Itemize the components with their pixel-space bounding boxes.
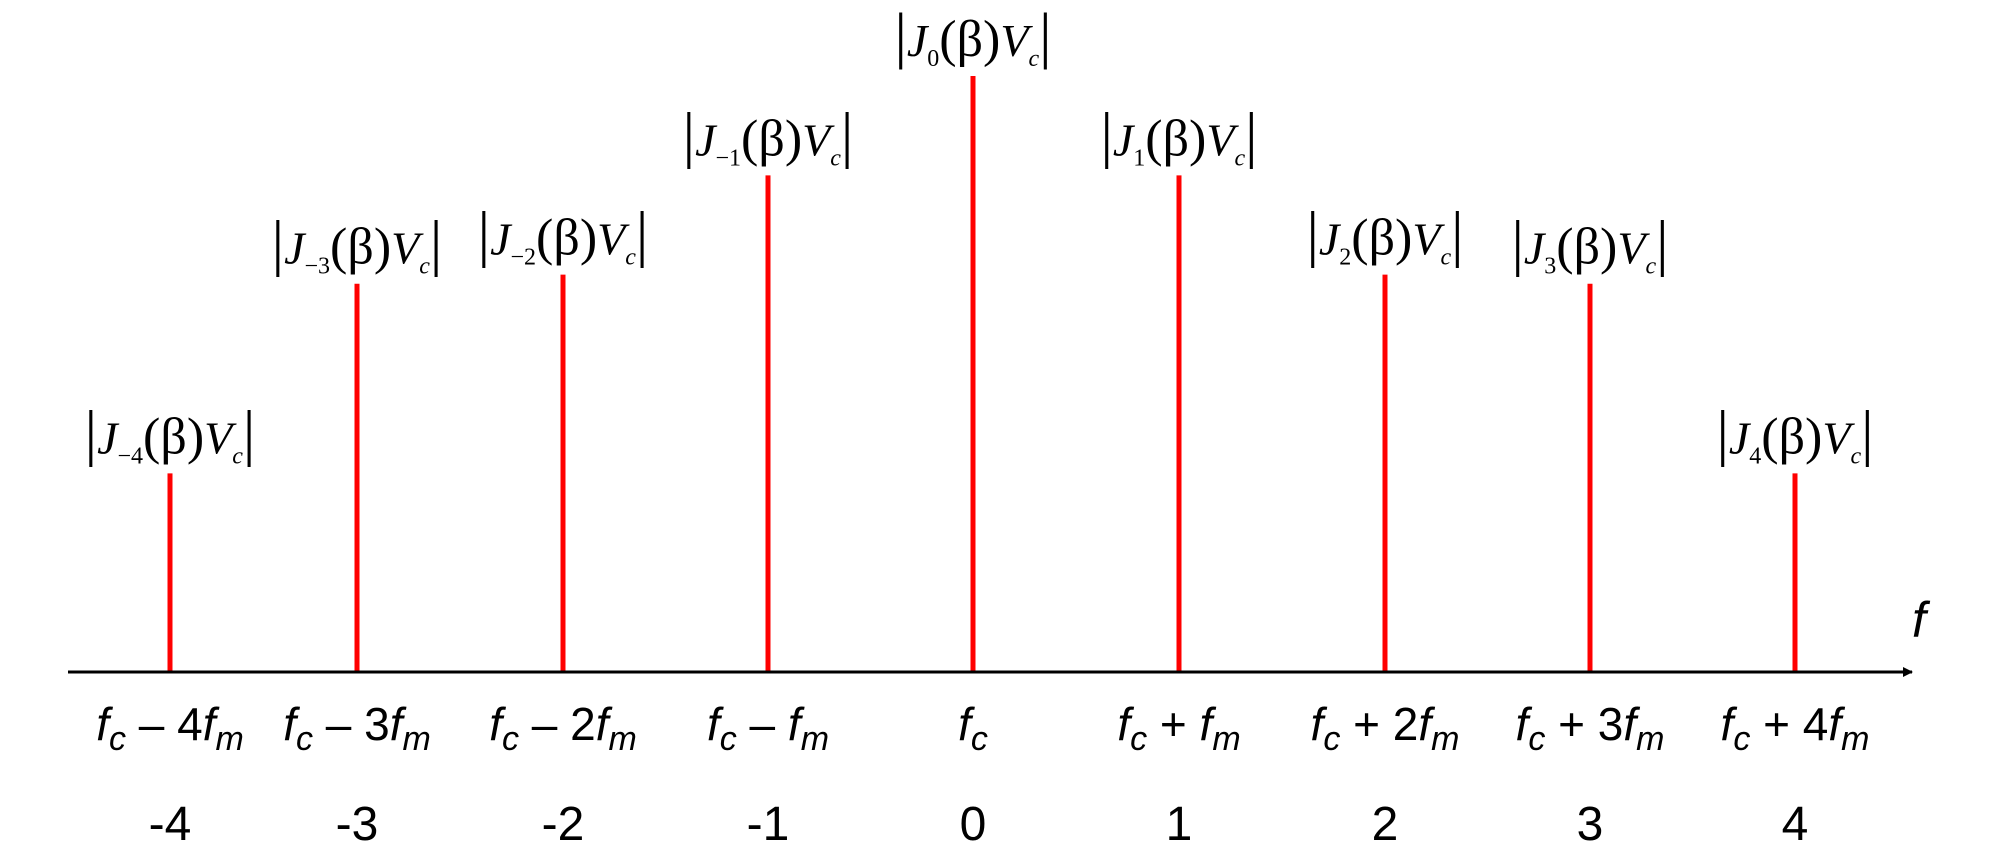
magnitude-label-3: |J3(β)Vc| xyxy=(1511,210,1668,280)
magnitude-label-4: |J4(β)Vc| xyxy=(1716,399,1873,469)
magnitude-label-0: |J0(β)Vc| xyxy=(894,2,1051,72)
magnitude-label--1: |J−1(β)Vc| xyxy=(683,101,854,171)
index-label--1: -1 xyxy=(747,798,790,850)
frequency-label--2: fc – 2fm xyxy=(489,698,637,758)
magnitude-label--3: |J−3(β)Vc| xyxy=(272,210,443,280)
index-label--4: -4 xyxy=(149,798,192,850)
magnitude-label-2: |J2(β)Vc| xyxy=(1306,201,1463,271)
frequency-label-2: fc + 2fm xyxy=(1311,698,1460,758)
frequency-label--3: fc – 3fm xyxy=(283,698,431,758)
x-axis-label: f xyxy=(1912,592,1931,648)
magnitude-label--2: |J−2(β)Vc| xyxy=(478,201,649,271)
index-label--3: -3 xyxy=(336,798,379,850)
magnitude-label--4: |J−4(β)Vc| xyxy=(85,399,256,469)
index-label--2: -2 xyxy=(542,798,585,850)
frequency-label--1: fc – fm xyxy=(707,698,829,758)
frequency-label--4: fc – 4fm xyxy=(96,698,244,758)
frequency-label-0: fc xyxy=(958,698,988,758)
index-label-1: 1 xyxy=(1166,798,1193,850)
bars-layer xyxy=(167,76,1798,672)
index-label-3: 3 xyxy=(1577,798,1604,850)
index-label-2: 2 xyxy=(1372,798,1399,850)
frequency-label-3: fc + 3fm xyxy=(1516,698,1665,758)
index-label-4: 4 xyxy=(1782,798,1809,850)
labels-layer: |J−4(β)Vc| fc – 4fm -4 |J−3(β)Vc| fc – 3fm -3… xyxy=(85,2,1874,850)
frequency-label-1: fc + fm xyxy=(1117,698,1240,758)
magnitude-label-1: |J1(β)Vc| xyxy=(1100,101,1257,171)
index-label-0: 0 xyxy=(960,798,987,850)
frequency-label-4: fc + 4fm xyxy=(1721,698,1870,758)
